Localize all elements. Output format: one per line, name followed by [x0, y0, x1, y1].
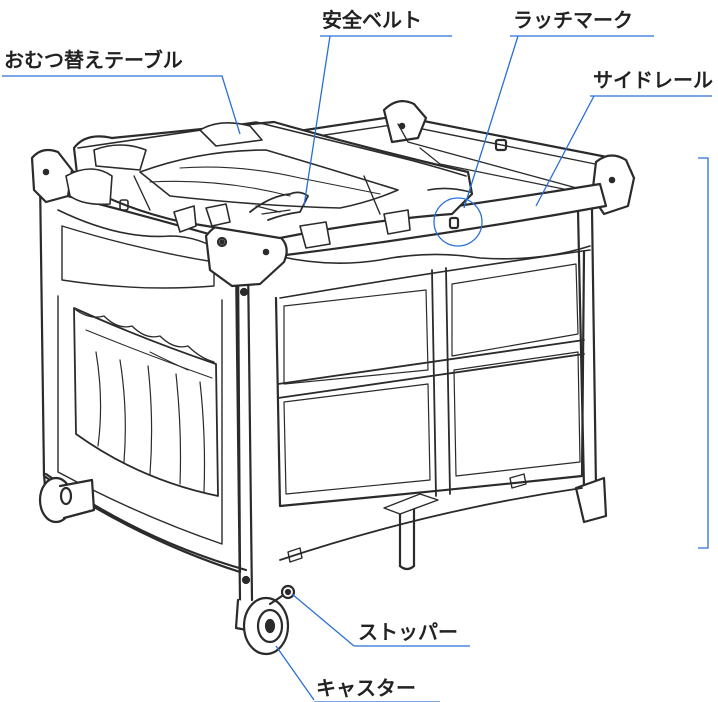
- back-left-corner-cap: [382, 99, 428, 144]
- leader-safety-belt: [303, 35, 452, 207]
- leader-stopper: [291, 593, 470, 647]
- leader-side-rail: [535, 95, 712, 207]
- label-side-rail: サイドレール: [593, 68, 713, 92]
- leader-changing-table: [2, 75, 241, 135]
- side-pocket: [73, 307, 219, 497]
- front-mesh-panel: [274, 250, 586, 508]
- leader-caster: [275, 645, 440, 702]
- side-bracket: [698, 157, 709, 549]
- label-stopper: ストッパー: [358, 620, 458, 644]
- latch-mark-tab: [448, 216, 460, 230]
- back-left-rear-cap: [30, 148, 74, 204]
- label-caster: キャスター: [316, 676, 416, 700]
- label-changing-table: おむつ替えテーブル: [4, 48, 183, 72]
- label-latch-mark: ラッチマーク: [513, 8, 633, 32]
- latch-mark-highlight: [433, 197, 483, 247]
- safety-belt-strap: [249, 191, 309, 221]
- label-safety-belt: 安全ベルト: [322, 8, 422, 32]
- leader-latch-mark: [463, 35, 654, 209]
- front-left-post: [234, 260, 242, 602]
